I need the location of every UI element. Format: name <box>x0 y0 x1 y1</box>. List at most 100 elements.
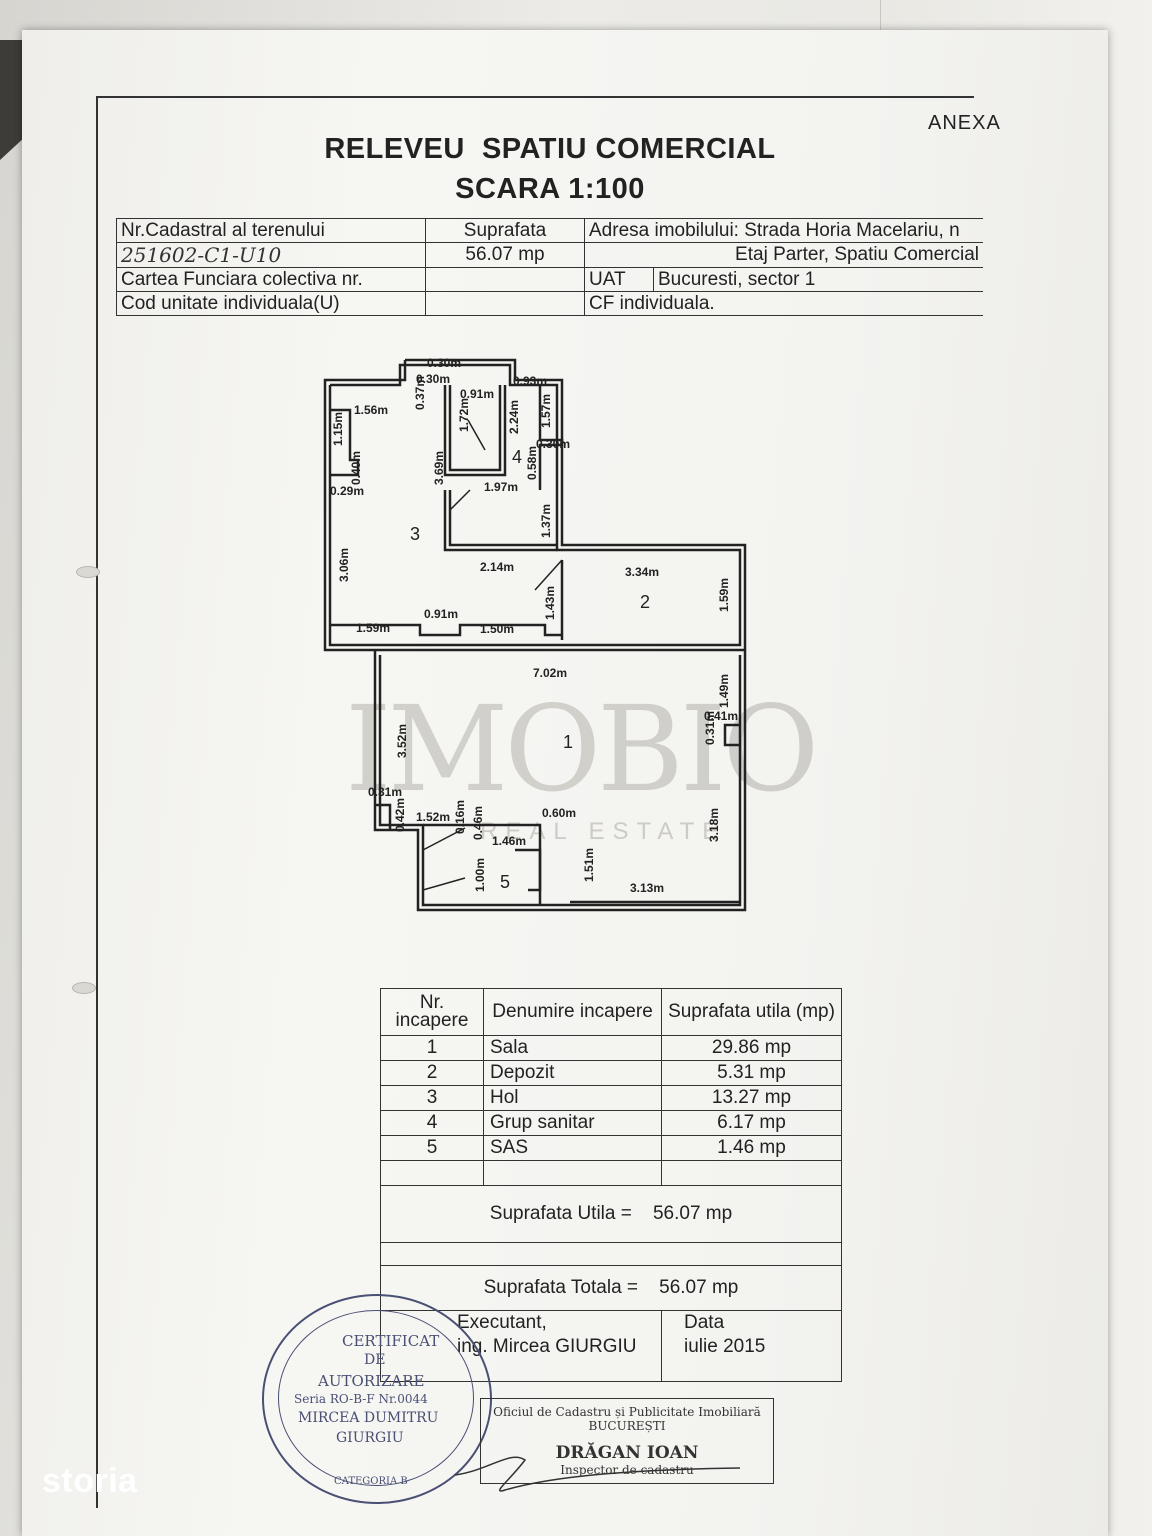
dim-label: 1.59m <box>356 621 390 635</box>
punch-hole <box>72 982 96 994</box>
row-denumire: Sala <box>483 1035 662 1061</box>
dim-label: 1.37m <box>539 504 553 538</box>
uat-label: UAT <box>584 267 654 292</box>
dim-label: 1.00m <box>473 858 487 892</box>
col-header-suprafata: Suprafata utila (mp) <box>661 988 842 1036</box>
cod-label: Cod unitate individuala(U) <box>116 291 426 316</box>
ocpi-role: Inspector de cadastru <box>560 1463 694 1477</box>
room-label-3: 3 <box>410 524 420 544</box>
ocpi-name: DRĂGAN IOAN <box>555 1443 699 1463</box>
stamp-text: GIURGIU <box>336 1430 404 1446</box>
data-cell: Data iulie 2015 <box>661 1310 842 1382</box>
cod-value <box>425 291 585 316</box>
suprafata-label: Suprafata <box>425 218 585 243</box>
row-suprafata: 1.46 mp <box>661 1135 842 1161</box>
row-denumire: Hol <box>483 1085 662 1111</box>
dim-label: 0.41m <box>704 709 738 723</box>
page-frame <box>96 96 974 1508</box>
table-row: 3 Hol 13.27 mp <box>380 1085 842 1111</box>
stamp-text: MIRCEA DUMITRU <box>298 1410 439 1426</box>
table-row: 2 Depozit 5.31 mp <box>380 1060 842 1086</box>
dim-label: 7.02m <box>533 666 567 680</box>
dim-label: 0.31m <box>368 785 402 799</box>
dim-label: 0.30m <box>416 372 450 386</box>
dim-label: 3.34m <box>625 565 659 579</box>
stamp-text: CERTIFICAT <box>342 1332 440 1350</box>
room-label-4: 4 <box>512 447 522 467</box>
dim-label: 0.46m <box>471 806 485 840</box>
col-header-nr: Nr. incapere <box>380 988 484 1036</box>
storia-logo: storia <box>42 1462 138 1500</box>
col-header-denumire: Denumire incapere <box>483 988 662 1036</box>
dim-label: 3.69m <box>432 451 446 485</box>
dim-label: 3.18m <box>707 808 721 842</box>
dim-label: 3.13m <box>630 881 664 895</box>
dim-label: 3.06m <box>337 548 351 582</box>
dim-label: 0.40m <box>349 451 363 485</box>
dim-label: 0.58m <box>525 446 539 480</box>
row-nr: 5 <box>380 1135 484 1161</box>
totala-label: Suprafata Totala = <box>483 1277 639 1298</box>
document-scale: SCARA 1:100 <box>455 173 645 205</box>
dim-label: 1.97m <box>484 480 518 494</box>
dim-label: 0.60m <box>542 806 576 820</box>
executant-name: ing. Mircea GIURGIU <box>457 1336 637 1357</box>
suprafata-value: 56.07 mp <box>425 242 585 268</box>
dim-label: 0.30m <box>427 356 461 370</box>
table-row: 5 SAS 1.46 mp <box>380 1135 842 1161</box>
row-denumire: SAS <box>483 1135 662 1161</box>
dim-label: 1.46m <box>492 834 526 848</box>
dim-label: 0.31m <box>703 711 717 745</box>
dim-label: 0.16m <box>453 800 467 834</box>
dim-label: 1.72m <box>457 398 471 432</box>
executant-label: Executant, <box>457 1312 547 1333</box>
totala-value: 56.07 mp <box>659 1277 739 1298</box>
cf-label: CF individuala. <box>584 291 983 316</box>
suprafata-utila: Suprafata Utila = 56.07 mp <box>380 1185 842 1243</box>
ocpi-stamp: Oficiul de Cadastru și Publicitate Imobi… <box>480 1398 774 1484</box>
etaj-value: Etaj Parter, Spatiu Comercial <box>584 242 983 268</box>
dim-label: 3.52m <box>395 724 409 758</box>
carte-value <box>425 267 585 292</box>
dim-label: 0.29m <box>330 484 364 498</box>
room-label-2: 2 <box>640 592 650 612</box>
dim-label: 0.30m <box>536 437 570 451</box>
stamp-text: CATEGORIA B <box>334 1476 408 1487</box>
ocpi-office: Oficiul de Cadastru și Publicitate Imobi… <box>493 1405 761 1419</box>
punch-hole <box>76 566 100 578</box>
watermark-sub: REAL ESTATE <box>480 818 727 845</box>
dim-label: 2.24m <box>507 400 521 434</box>
stamp-text: Seria RO-B-F Nr.0044 <box>294 1392 428 1406</box>
dim-label: 1.43m <box>543 586 557 620</box>
ocpi-city: BUCUREȘTI <box>588 1419 666 1433</box>
dim-label: 0.42m <box>393 798 407 832</box>
data-value: iulie 2015 <box>684 1336 766 1357</box>
room-label-5: 5 <box>500 872 510 892</box>
data-label: Data <box>684 1312 725 1333</box>
dim-label: 0.37m <box>413 376 427 410</box>
dim-label: 1.52m <box>416 810 450 824</box>
signature <box>454 1456 741 1492</box>
dim-label: 1.15m <box>331 412 345 446</box>
row-nr: 4 <box>380 1110 484 1136</box>
dim-label: 1.51m <box>582 848 596 882</box>
table-row: 1 Sala 29.86 mp <box>380 1035 842 1061</box>
utila-value: 56.07 mp <box>652 1203 733 1224</box>
table-row: 4 Grup sanitar 6.17 mp <box>380 1110 842 1136</box>
row-suprafata: 5.31 mp <box>661 1060 842 1086</box>
plan-doors <box>422 419 563 891</box>
table-row-empty <box>380 1160 842 1186</box>
dim-label: 0.93m <box>513 374 547 388</box>
suprafata-totala: Suprafata Totala = 56.07 mp <box>380 1265 842 1311</box>
cadastral-value: 251602-C1-U10 <box>116 242 426 268</box>
dim-label: 1.57m <box>539 394 553 428</box>
room-label-1: 1 <box>563 732 573 752</box>
cadastral-label: Nr.Cadastral al terenului <box>116 218 426 243</box>
uat-value: Bucuresti, sector 1 <box>653 267 983 292</box>
dim-label: 1.50m <box>480 622 514 636</box>
utila-label: Suprafata Utila = <box>489 1203 632 1224</box>
row-denumire: Grup sanitar <box>483 1110 662 1136</box>
document-title: RELEVEU SPATIU COMERCIAL <box>324 133 776 165</box>
row-nr: 3 <box>380 1085 484 1111</box>
authorization-stamp: CERTIFICAT DE AUTORIZARE Seria RO-B-F Nr… <box>262 1294 492 1504</box>
